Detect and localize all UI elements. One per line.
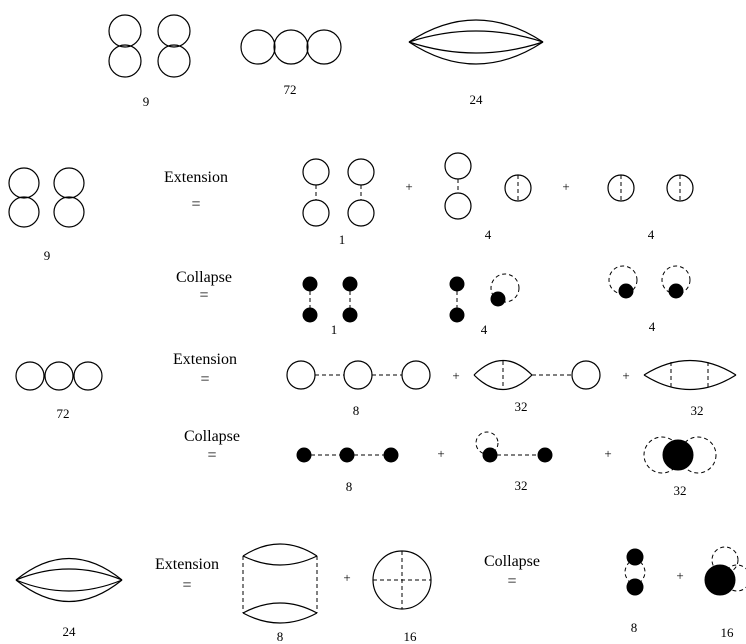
top-melon-count: 24 [470, 92, 484, 107]
block1-ext-count-1: 1 [339, 232, 346, 247]
block1-ext-plus-1: + [405, 179, 412, 194]
block1-ext-count-3: 4 [648, 227, 655, 242]
block3-col-term2-diagram [704, 546, 746, 596]
block2-source-diagram [15, 361, 103, 391]
block2-col-term2-diagram [475, 431, 553, 463]
block2-extension-word: Extension [173, 351, 237, 368]
block3-source-count: 24 [63, 624, 77, 639]
block1-collapse-equals: = [199, 287, 208, 304]
block3-extension-equals: = [182, 577, 191, 594]
block1-ext-term2-diagram [444, 152, 532, 220]
block2-col-count-3: 32 [674, 483, 687, 498]
block2-ext-count-1: 8 [353, 403, 360, 418]
block1-ext-count-2: 4 [485, 227, 492, 242]
block1-col-term3-diagram [608, 265, 691, 299]
block2-collapse-equals: = [207, 447, 216, 464]
block2-ext-plus-1: + [452, 368, 459, 383]
block2-col-count-1: 8 [346, 479, 353, 494]
block3-collapse-equals: = [507, 573, 516, 590]
block3-ext-term2-diagram [372, 550, 432, 610]
block1-source-diagram [8, 167, 85, 228]
block2-ext-count-3: 32 [691, 403, 704, 418]
block1-source-count: 9 [44, 248, 51, 263]
block3-ext-plus: + [343, 570, 350, 585]
block2-source-count: 72 [57, 406, 70, 421]
block1-extension-word: Extension [164, 169, 228, 186]
block2-col-plus-2: + [604, 446, 611, 461]
block1-ext-term3-diagram [607, 174, 694, 202]
block2-ext-term1-diagram [286, 360, 431, 390]
block1-col-term2-diagram [449, 273, 520, 323]
block2-col-term3-diagram [643, 436, 717, 474]
top-melon-diagram [408, 19, 544, 65]
block1-ext-term1-diagram [302, 158, 375, 227]
block3-col-plus: + [676, 568, 683, 583]
block2-ext-count-2: 32 [515, 399, 528, 414]
block1-col-count-2: 4 [481, 322, 488, 337]
block3-source-diagram [15, 557, 123, 603]
block3-ext-count-1: 8 [277, 629, 284, 644]
block1-col-count-1: 1 [331, 322, 338, 337]
block2-extension-equals: = [200, 371, 209, 388]
block2-ext-term2-diagram [473, 360, 601, 390]
block3-ext-term1-diagram [242, 543, 318, 624]
block1-col-term1-diagram [302, 276, 358, 323]
block2-ext-term3-diagram [643, 360, 737, 390]
block3-extension-word: Extension [155, 556, 219, 573]
block1-collapse-word: Collapse [176, 269, 232, 286]
top-chain-count: 72 [284, 82, 297, 97]
block2-collapse-word: Collapse [184, 428, 240, 445]
block2-ext-plus-2: + [622, 368, 629, 383]
block3-ext-count-2: 16 [404, 629, 418, 644]
top-double-eight-count: 9 [143, 94, 150, 109]
block1-extension-equals: = [191, 196, 200, 213]
block2-col-term1-diagram [296, 447, 399, 463]
block2-col-plus-1: + [437, 446, 444, 461]
top-chain-diagram [240, 29, 342, 65]
block2-col-count-2: 32 [515, 478, 528, 493]
block3-col-count-2: 16 [721, 625, 735, 640]
top-double-eight-diagram [108, 14, 191, 78]
block3-col-count-1: 8 [631, 620, 638, 635]
block1-col-count-3: 4 [649, 319, 656, 334]
block1-ext-plus-2: + [562, 179, 569, 194]
block3-col-term1-diagram [624, 548, 646, 596]
block3-collapse-word: Collapse [484, 553, 540, 570]
